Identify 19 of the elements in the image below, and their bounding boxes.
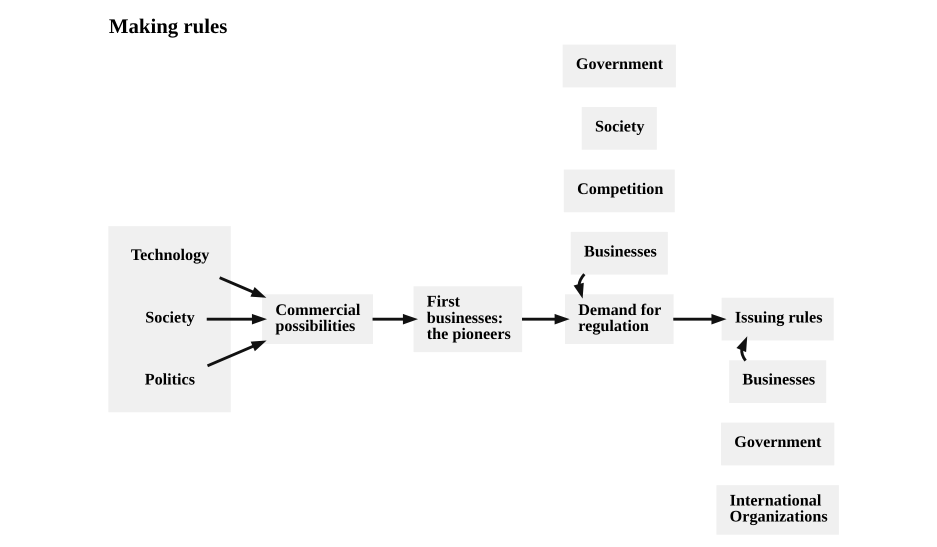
arrow [736,336,747,362]
arrow [672,314,726,324]
diagram-title: Making rules [108,14,227,38]
node-box: Issuing rules [721,298,834,341]
node-text: Society [144,309,194,326]
node-box: Businesses [570,232,668,275]
arrow [206,340,266,368]
arrow [573,273,585,299]
node-box: Businesses [728,360,826,403]
node-text: Politics [144,372,195,389]
arrow [218,276,266,298]
arrow [206,314,266,324]
node-text: Technology [130,246,209,264]
cluster [108,226,230,412]
node-box: First businesses: the pioneers [413,286,522,352]
arrow [372,314,418,324]
node-box: Commercial possibilities [262,294,373,344]
arrow [522,314,570,324]
node-box: Demand for regulation [564,294,674,344]
